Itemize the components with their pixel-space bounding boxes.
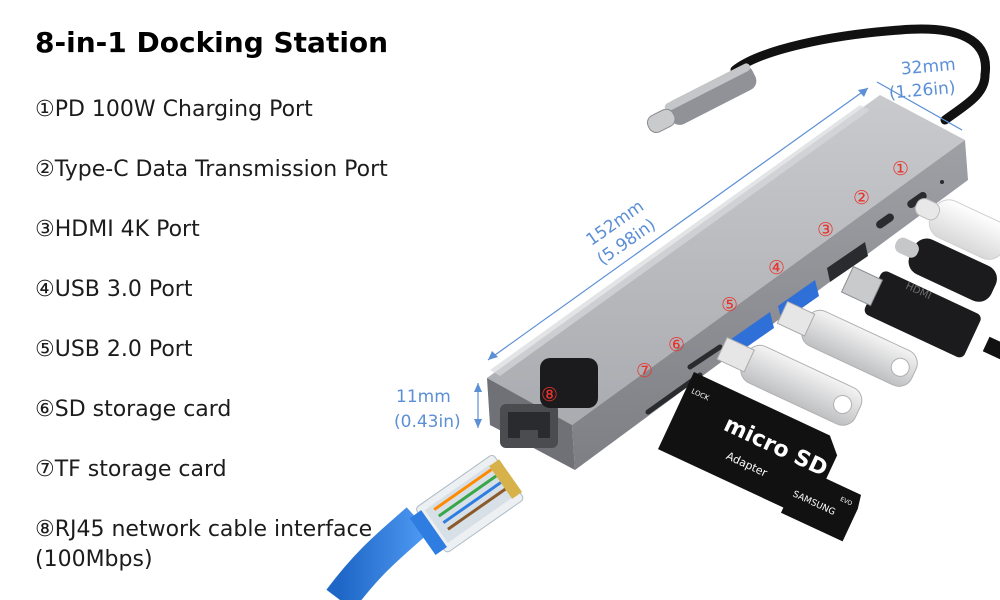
feature-tf-card: ⑦TF storage card: [35, 457, 227, 482]
dimension-width: 32mm (1.26in): [876, 55, 963, 131]
sd-slot: [687, 344, 723, 370]
height-mm: 11mm: [396, 387, 451, 407]
marker-6: ⑥: [668, 334, 685, 356]
width-mm: 32mm: [900, 55, 956, 80]
feature-usb2: ⑤USB 2.0 Port: [35, 337, 193, 362]
feature-rj45: ⑧RJ45 network cable interface: [35, 517, 373, 542]
dimension-height: 11mm (0.43in): [394, 383, 482, 432]
rj45-cover: [540, 358, 598, 408]
page-title: 8-in-1 Docking Station: [35, 26, 389, 59]
marker-2: ②: [853, 187, 870, 209]
feature-usb3: ④USB 3.0 Port: [35, 277, 193, 302]
marker-5: ⑤: [721, 294, 738, 316]
feature-sd-card: ⑥SD storage card: [35, 397, 232, 422]
feature-rj45-speed: (100Mbps): [35, 547, 153, 572]
height-in: (0.43in): [394, 412, 461, 432]
feature-hdmi: ③HDMI 4K Port: [35, 217, 200, 242]
hdmi-plug: HDMI: [840, 265, 1000, 360]
marker-4: ④: [768, 257, 785, 279]
marker-1: ①: [892, 158, 909, 180]
hdmi-port: [827, 242, 868, 282]
rj45-port: [500, 404, 558, 448]
sd-adapter-card: micro SD Adapter LOCK: [658, 372, 838, 519]
marker-8: ⑧: [541, 384, 558, 406]
usb-flash-drive-upper: [776, 300, 918, 387]
port-markers: ① ② ③ ④ ⑤ ⑥ ⑦ ⑧: [541, 158, 909, 406]
usb-c-plug-black: [894, 237, 997, 302]
usb-flash-drive-lower: [716, 336, 863, 426]
usb-c-plug-white: [914, 198, 1000, 260]
feature-pd-charging: ①PD 100W Charging Port: [35, 97, 313, 122]
tf-tiny: EVO: [839, 496, 854, 508]
pd-charging-port: [907, 191, 927, 209]
rj45-cable: [326, 454, 524, 600]
marker-3: ③: [817, 219, 834, 241]
type-c-data-port: [876, 213, 894, 229]
marker-7: ⑦: [636, 360, 653, 382]
width-in: (1.26in): [888, 78, 956, 104]
led-indicator: [940, 180, 944, 184]
feature-type-c-data: ②Type-C Data Transmission Port: [35, 157, 388, 182]
tf-card: SAMSUNG EVO: [780, 467, 862, 542]
usb-c-cable: [646, 24, 991, 133]
